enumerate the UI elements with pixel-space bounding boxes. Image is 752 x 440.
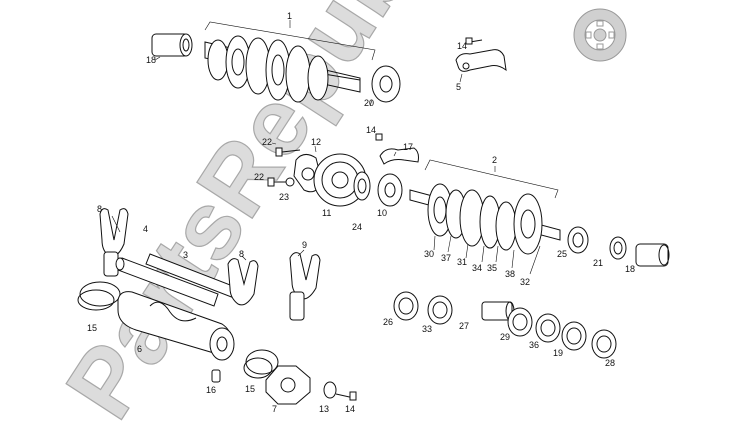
callout-24: 24 xyxy=(352,222,362,232)
shift-fork-8-left xyxy=(99,208,129,277)
callout-26: 26 xyxy=(383,317,393,327)
callout-22b: 22 xyxy=(254,172,264,182)
star-cam-7 xyxy=(265,365,311,405)
callout-6: 6 xyxy=(137,344,142,354)
leader-lines xyxy=(111,56,541,275)
callout-27: 27 xyxy=(459,321,469,331)
washer-36 xyxy=(535,313,561,343)
spring-15-left xyxy=(77,281,121,311)
washer-19 xyxy=(561,321,587,351)
callout-labels: 1 2 3 4 5 6 7 8 8 9 10 11 12 13 14 14 14… xyxy=(87,11,635,414)
watermark-gear-icon xyxy=(573,8,627,62)
callout-14c: 14 xyxy=(345,404,355,414)
callout-8a: 8 xyxy=(97,204,102,214)
callout-8b: 8 xyxy=(239,249,244,259)
callout-31: 31 xyxy=(457,257,467,267)
washer-26 xyxy=(393,291,419,321)
callout-11: 11 xyxy=(322,208,331,218)
callout-20: 20 xyxy=(364,98,374,108)
callout-16: 16 xyxy=(206,385,216,395)
callout-38: 38 xyxy=(505,269,515,279)
washer-23 xyxy=(285,177,295,187)
retainer-plate-5 xyxy=(455,37,507,72)
callout-22a: 22 xyxy=(262,137,272,147)
screw-14-top xyxy=(465,37,483,45)
bushing-18-right xyxy=(635,243,670,267)
callout-23: 23 xyxy=(279,192,289,202)
washer-33 xyxy=(427,295,453,325)
callout-4: 4 xyxy=(143,224,148,234)
washer-28 xyxy=(591,329,617,359)
seal-24 xyxy=(353,171,371,201)
bearing-10 xyxy=(377,173,403,207)
bolt-14-bottom xyxy=(335,391,357,401)
callout-3: 3 xyxy=(183,250,188,260)
main-shaft-assembly xyxy=(151,20,401,103)
callout-14a: 14 xyxy=(457,41,467,51)
shift-fork-8-right xyxy=(227,258,259,306)
callout-34: 34 xyxy=(472,263,482,273)
washer-29 xyxy=(507,307,533,337)
needle-bearing-25 xyxy=(567,226,589,254)
retainer-17 xyxy=(379,147,419,165)
callout-29: 29 xyxy=(500,332,510,342)
countershaft-gears xyxy=(427,183,543,255)
ball-bearing-20 xyxy=(371,65,401,103)
callout-25: 25 xyxy=(557,249,567,259)
shift-rod-4 xyxy=(115,257,219,307)
callout-15b: 15 xyxy=(245,384,255,394)
callout-19: 19 xyxy=(553,348,563,358)
countershaft-assembly xyxy=(409,159,670,267)
callout-12: 12 xyxy=(311,137,321,147)
callout-18b: 18 xyxy=(625,264,635,274)
callout-33: 33 xyxy=(422,324,432,334)
callout-18a: 18 xyxy=(146,55,156,65)
callout-21: 21 xyxy=(593,258,603,268)
callout-13: 13 xyxy=(319,404,329,414)
washer-row xyxy=(393,291,617,359)
shift-fork-9 xyxy=(289,252,321,321)
sprocket-assembly xyxy=(267,133,419,207)
shift-mechanism xyxy=(77,208,357,405)
screw-14-mid xyxy=(375,133,383,141)
callout-7: 7 xyxy=(272,404,277,414)
callout-5: 5 xyxy=(456,82,461,92)
callout-1: 1 xyxy=(287,11,292,21)
dowel-16 xyxy=(211,369,221,383)
callout-9: 9 xyxy=(302,240,307,250)
callout-37: 37 xyxy=(441,253,451,263)
washer-13 xyxy=(323,381,337,399)
front-sprocket-11 xyxy=(313,153,367,207)
callout-15a: 15 xyxy=(87,323,97,333)
shift-drum-6 xyxy=(117,291,235,361)
spring-15-right xyxy=(243,349,279,379)
callout-2: 2 xyxy=(492,155,497,165)
callout-17: 17 xyxy=(403,142,413,152)
callout-14b: 14 xyxy=(366,125,376,135)
needle-bearing-18-top xyxy=(151,33,193,57)
callout-30: 30 xyxy=(424,249,434,259)
gear-cluster-1 xyxy=(207,35,329,103)
washer-21 xyxy=(609,236,627,260)
callout-35: 35 xyxy=(487,263,497,273)
callout-32: 32 xyxy=(520,277,530,287)
screw-22-upper xyxy=(275,147,301,157)
callout-36: 36 xyxy=(529,340,539,350)
callout-28: 28 xyxy=(605,358,615,368)
callout-10: 10 xyxy=(377,208,387,218)
